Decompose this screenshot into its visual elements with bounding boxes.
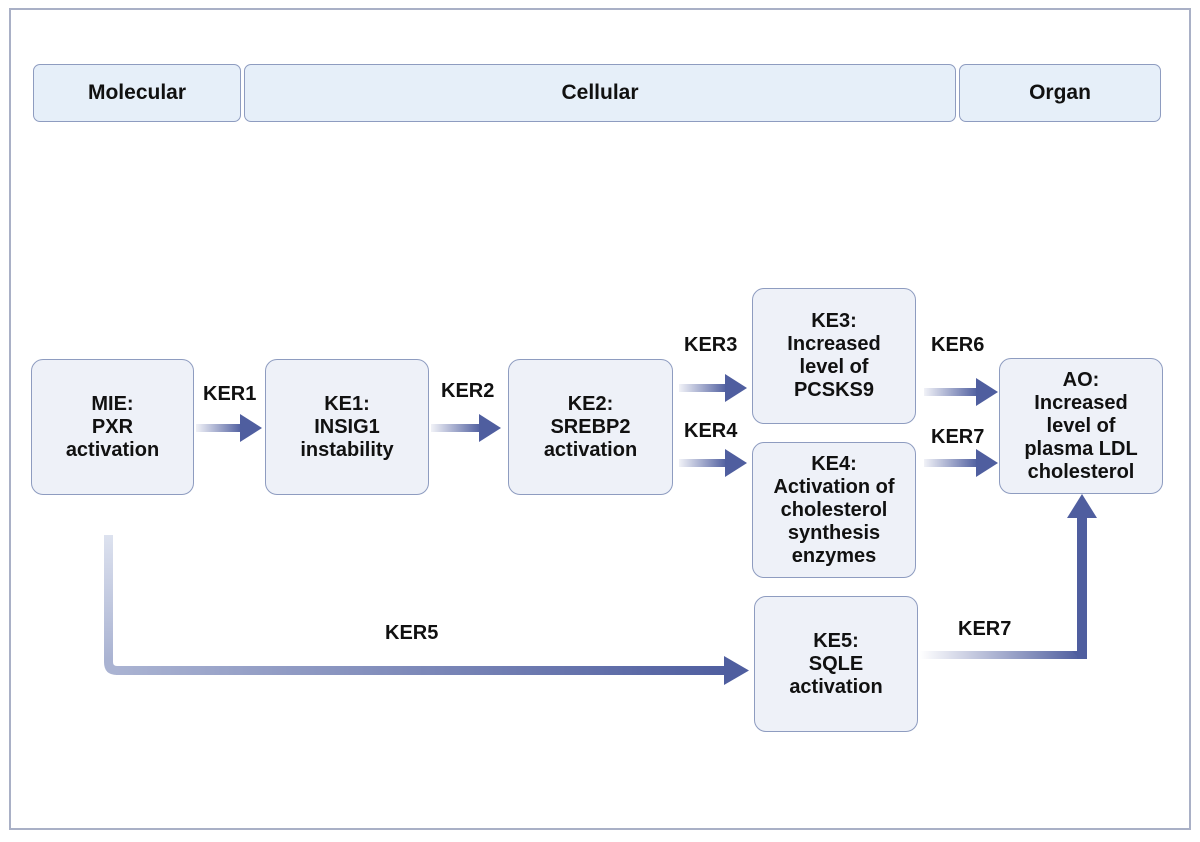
arrow-ker6 (924, 378, 998, 406)
arrow-ker3 (679, 374, 747, 402)
label-ker7-top: KER7 (931, 426, 985, 448)
node-ao: AO: Increased level of plasma LDL choles… (999, 358, 1163, 494)
arrow-ker2 (431, 414, 501, 442)
node-ke1: KE1: INSIG1 instability (265, 359, 429, 495)
label-ker6: KER6 (931, 334, 985, 356)
node-ke5: KE5: SQLE activation (754, 596, 918, 732)
arrow-ker1 (196, 414, 262, 442)
label-ker4: KER4 (684, 420, 738, 442)
label-ker1: KER1 (203, 383, 257, 405)
header-cellular: Cellular (244, 64, 956, 122)
arrow-ker5 (104, 535, 749, 685)
label-ker7-bottom: KER7 (958, 618, 1012, 640)
label-ker3: KER3 (684, 334, 738, 356)
node-mie: MIE: PXR activation (31, 359, 194, 495)
node-ke3: KE3: Increased level of PCSKS9 (752, 288, 916, 424)
node-ke2: KE2: SREBP2 activation (508, 359, 673, 495)
arrow-ker7-bottom (920, 494, 1097, 659)
arrow-ker7-top (924, 449, 998, 477)
label-ker5: KER5 (385, 622, 439, 644)
label-ker2: KER2 (441, 380, 495, 402)
header-molecular: Molecular (33, 64, 241, 122)
node-ke4: KE4: Activation of cholesterol synthesis… (752, 442, 916, 578)
header-organ: Organ (959, 64, 1161, 122)
arrow-ker4 (679, 449, 747, 477)
